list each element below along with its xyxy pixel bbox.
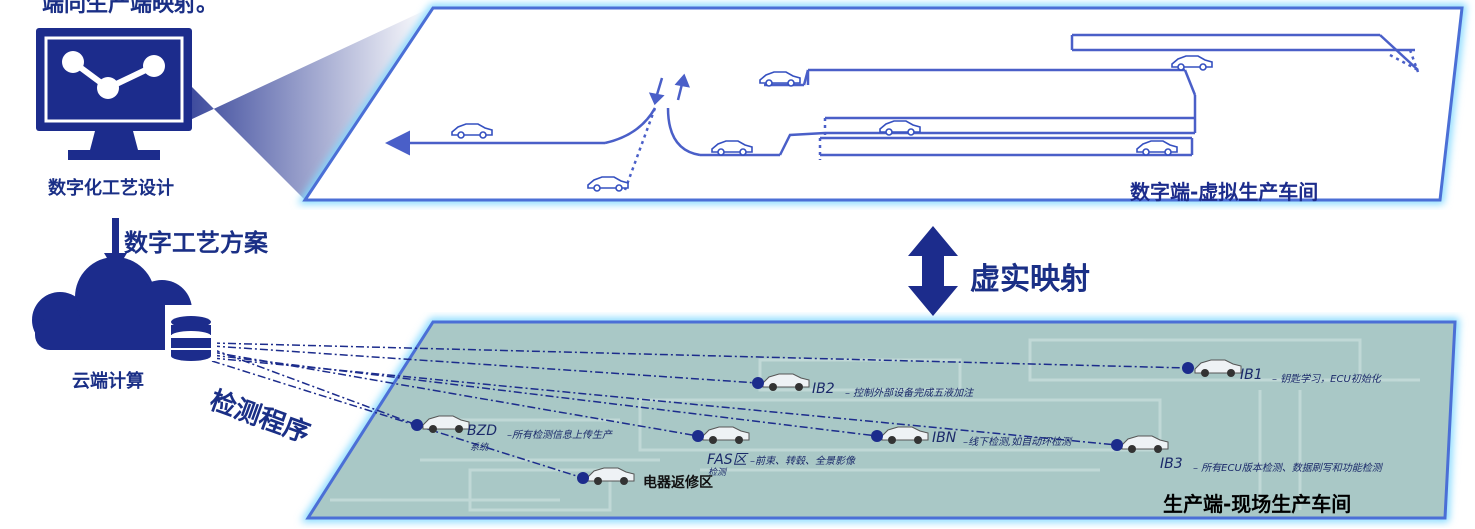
station-code: IBN bbox=[932, 430, 957, 446]
floor-plan bbox=[330, 338, 1420, 512]
station-desc: –所有检测信息上传生产 bbox=[507, 430, 612, 441]
mapping-double-arrow-icon bbox=[908, 226, 958, 316]
station-dots bbox=[411, 362, 1194, 484]
digital-panel-title: 数字端-虚拟生产车间 bbox=[1130, 180, 1319, 204]
plan-label: 数字工艺方案 bbox=[124, 229, 268, 257]
physical-panel-title: 生产端-现场生产车间 bbox=[1163, 492, 1352, 516]
top-caption: 端同生产端映射。 bbox=[42, 0, 219, 17]
monitor-icon bbox=[36, 28, 192, 160]
station-desc: –线下检测,如自动环检测 bbox=[963, 437, 1072, 448]
station-desc-line2: 系统 bbox=[470, 443, 489, 453]
digital-roads-dotted bbox=[623, 49, 1420, 191]
station-code: FAS区 bbox=[707, 452, 747, 468]
station-code: IB2 bbox=[812, 381, 835, 397]
station-cars bbox=[422, 359, 1242, 485]
station-desc-line2: 检测 bbox=[708, 468, 727, 478]
database-icon bbox=[165, 305, 217, 361]
station-code: BZD bbox=[467, 423, 497, 439]
digital-panel bbox=[302, 6, 1464, 202]
mapping-label: 虚实映射 bbox=[970, 262, 1090, 297]
projection-beam bbox=[190, 8, 430, 200]
detect-connectors bbox=[211, 342, 1189, 479]
car-icons bbox=[451, 55, 1213, 192]
station-code: IB3 bbox=[1160, 456, 1183, 472]
repair-area-label: 电器返修区 bbox=[643, 475, 713, 491]
station-desc: – 所有ECU版本检测、数据刷写和功能检测 bbox=[1193, 463, 1382, 474]
station-desc: – 控制外部设备完成五液加注 bbox=[845, 388, 974, 399]
design-label: 数字化工艺设计 bbox=[48, 178, 174, 199]
station-desc: – 钥匙学习，ECU初始化 bbox=[1272, 374, 1381, 385]
flow-arrows bbox=[648, 73, 690, 106]
cloud-label: 云端计算 bbox=[72, 371, 144, 392]
station-code: IB1 bbox=[1240, 367, 1263, 383]
station-desc: –前束、转毂、全景影像 bbox=[750, 456, 855, 467]
